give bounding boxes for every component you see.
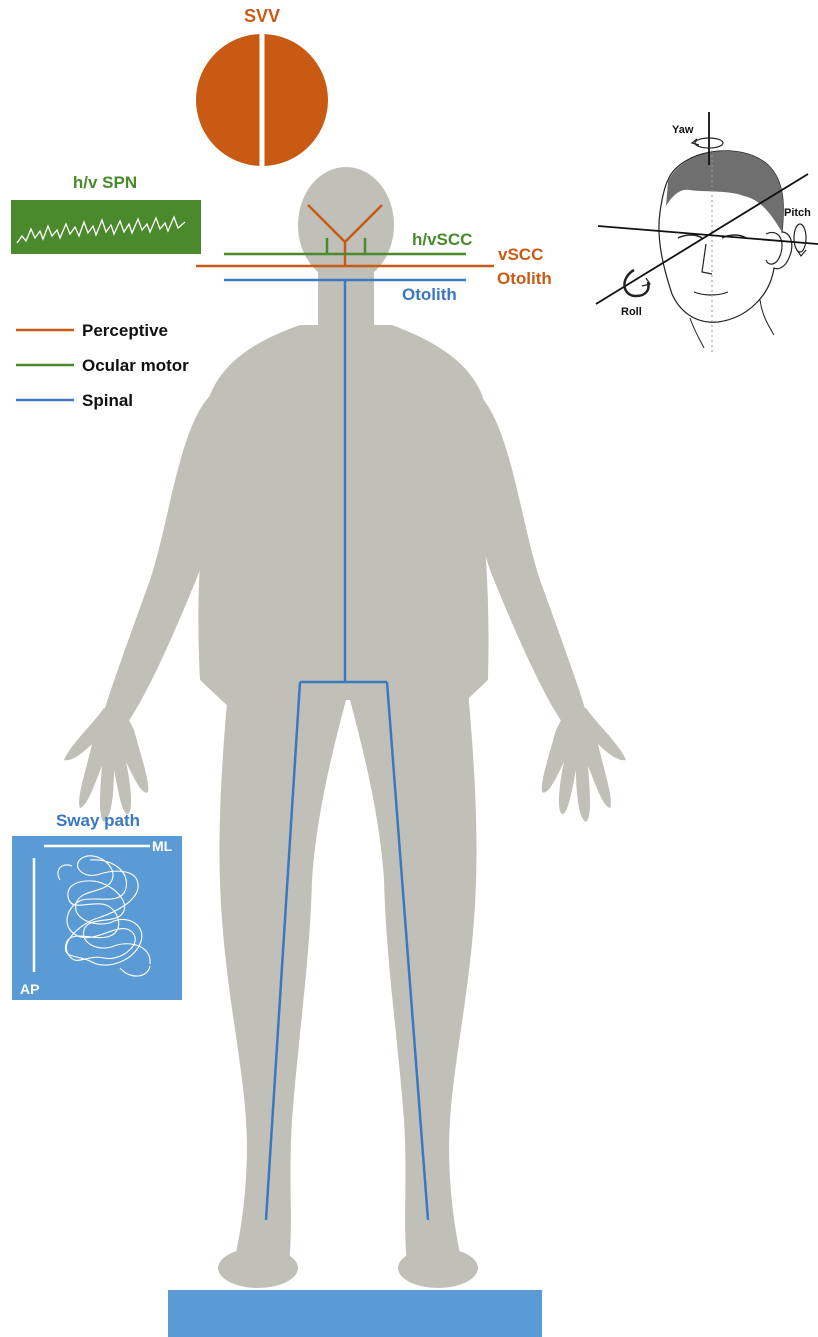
ml-label: ML — [152, 838, 173, 854]
legend: Perceptive Ocular motor Spinal — [16, 321, 189, 410]
otolith-perceptive-label: Otolith — [497, 269, 552, 288]
spn-label: h/v SPN — [73, 173, 137, 192]
legend-label-perceptive: Perceptive — [82, 321, 168, 340]
pitch-label: Pitch — [784, 207, 811, 219]
roll-label: Roll — [621, 306, 642, 318]
svv-label: SVV — [244, 6, 280, 26]
legend-label-spinal: Spinal — [82, 391, 133, 410]
yaw-label: Yaw — [672, 124, 694, 136]
force-platform — [168, 1290, 542, 1337]
svv-disc — [196, 34, 328, 166]
otolith-spinal-label: Otolith — [402, 285, 457, 304]
ap-label: AP — [20, 981, 39, 997]
legend-label-ocular-motor: Ocular motor — [82, 356, 189, 375]
v-scc-label: vSCC — [498, 245, 543, 264]
spn-box — [11, 200, 201, 254]
sway-title: Sway path — [56, 811, 140, 830]
head-axes-illustration: Yaw Pitch Roll — [596, 112, 818, 355]
hv-scc-label: h/vSCC — [412, 230, 472, 249]
